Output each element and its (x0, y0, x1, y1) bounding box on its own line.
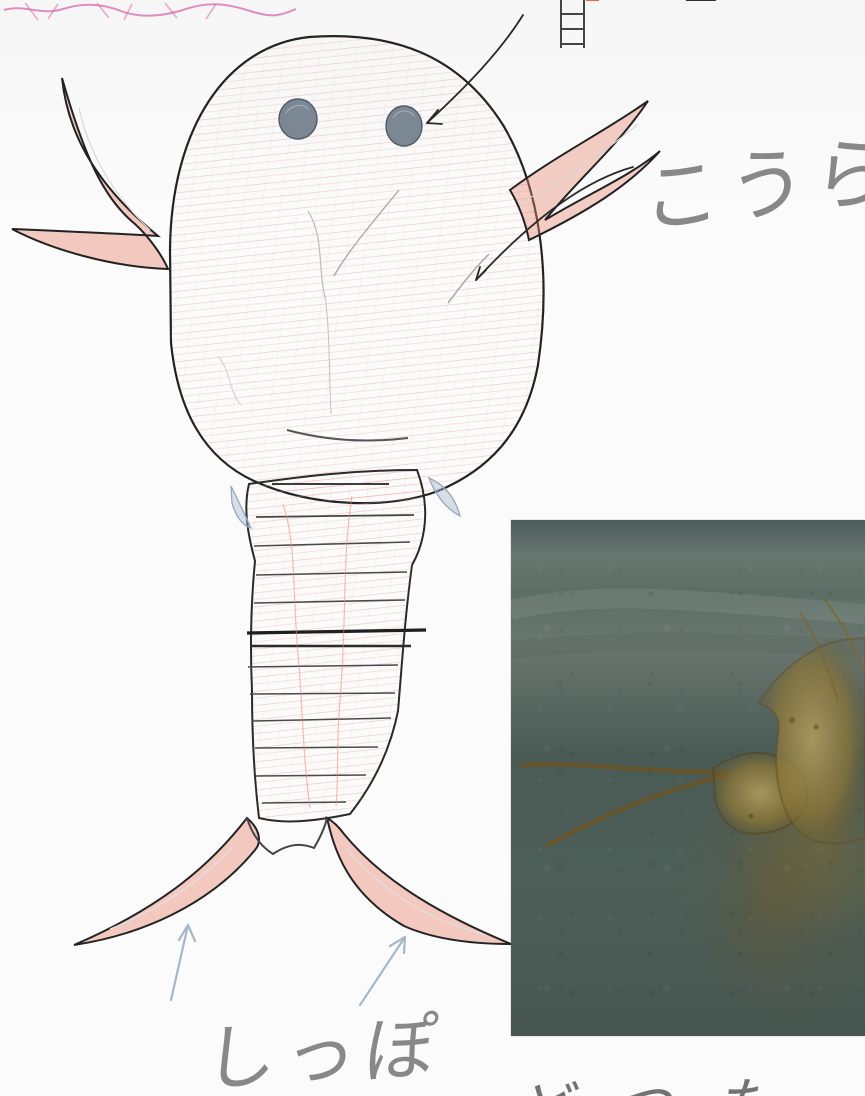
upper-ruler-mark (561, 0, 716, 48)
photo-specimen (511, 520, 865, 1036)
tail-fins (74, 818, 511, 945)
photo-specimen-graphic (511, 520, 865, 1036)
left-antenna (12, 78, 168, 269)
body-segments (246, 470, 426, 821)
bottom-partial-label: ど つ た (514, 1057, 798, 1096)
tail-label: しっぽ (201, 987, 450, 1096)
shell-body (170, 36, 544, 503)
right-antenna (510, 101, 660, 240)
